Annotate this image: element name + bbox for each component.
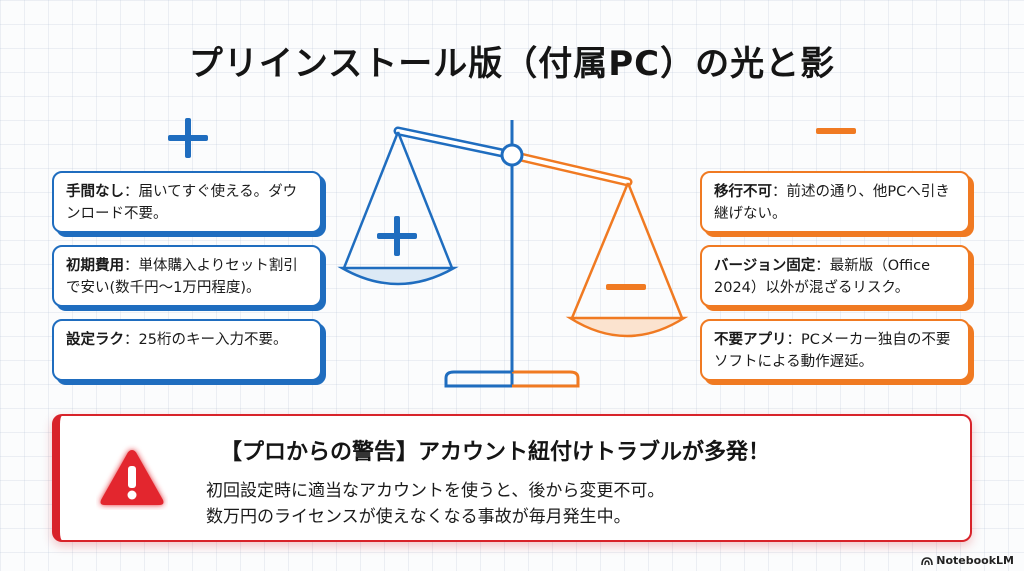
watermark-text: NotebookLM	[936, 554, 1014, 567]
pan-minus-icon	[606, 284, 646, 290]
pro-card-text: ：単体購入よりセット割引で安い(数千円〜1万円程度)。	[66, 258, 298, 296]
notebooklm-logo-icon	[921, 557, 934, 566]
con-card-3: 不要アプリ：PCメーカー独自の不要ソフトによる動作遅延。	[700, 319, 970, 381]
pro-card-3: 設定ラク：25桁のキー入力不要。	[52, 319, 322, 381]
scale-base-left	[444, 370, 514, 388]
pro-card-2: 初期費用：単体購入よりセット割引で安い(数千円〜1万円程度)。	[52, 245, 322, 307]
con-card-1: 移行不可：前述の通り、他PCへ引き継げない。	[700, 171, 970, 233]
pro-card-text: ：25桁のキー入力不要。	[124, 332, 288, 348]
warning-line-1: 初回設定時に適当なアカウントを使うと、後から変更不可。	[206, 481, 665, 501]
pro-card-label: 初期費用	[66, 258, 124, 274]
balance-scale-icon	[337, 120, 689, 388]
scale-pan-left	[337, 266, 459, 286]
pro-card-label: 手間なし	[66, 184, 124, 200]
con-card-text: ：PCメーカー独自の不要ソフトによる動作遅延。	[714, 332, 951, 370]
pro-card-label: 設定ラク	[66, 332, 124, 348]
notebooklm-watermark: NotebookLM	[921, 554, 1014, 567]
pro-card-1: 手間なし：届いてすぐ使える。ダウンロード不要。	[52, 171, 322, 233]
minus-icon	[816, 128, 856, 134]
con-card-label: 移行不可	[714, 184, 772, 200]
warning-body: 初回設定時に適当なアカウントを使うと、後から変更不可。 数万円のライセンスが使え…	[206, 478, 664, 530]
con-card-text: ：最新版（Office 2024）以外が混ざるリスク。	[714, 258, 931, 296]
con-card-2: バージョン固定：最新版（Office 2024）以外が混ざるリスク。	[700, 245, 970, 307]
scale-pan-right	[565, 316, 689, 338]
warning-box: 【プロからの警告】アカウント紐付けトラブルが多発！ 初回設定時に適当なアカウント…	[52, 414, 972, 542]
con-card-text: ：前述の通り、他PCへ引き継げない。	[714, 184, 950, 222]
page-title: プリインストール版（付属PC）の光と影	[188, 44, 836, 84]
scale-pivot	[500, 143, 524, 167]
scale-base-right	[512, 370, 580, 388]
warning-triangle-icon	[100, 450, 164, 505]
con-card-label: 不要アプリ	[714, 332, 787, 348]
pro-card-text: ：届いてすぐ使える。ダウンロード不要。	[66, 184, 298, 222]
warning-line-2: 数万円のライセンスが使えなくなる事故が毎月発生中。	[206, 507, 631, 527]
con-card-label: バージョン固定	[714, 258, 816, 274]
warning-title: 【プロからの警告】アカウント紐付けトラブルが多発！	[220, 440, 771, 465]
plus-icon	[168, 118, 208, 158]
